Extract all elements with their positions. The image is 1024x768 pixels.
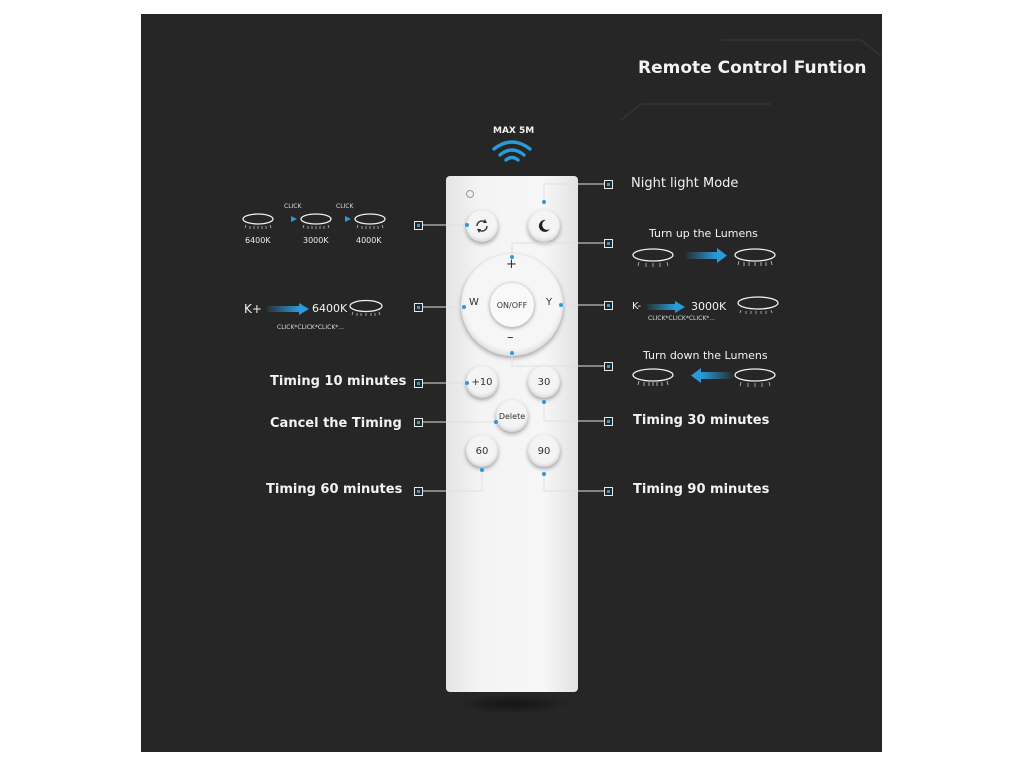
kminus-label: K- xyxy=(632,301,642,312)
label-timing10: Timing 10 minutes xyxy=(270,374,407,389)
ir-led xyxy=(466,190,474,198)
remote-shadow xyxy=(454,694,572,714)
cycle-lamps xyxy=(242,213,386,229)
timer-30-button[interactable]: 30 xyxy=(528,366,560,398)
plus-button[interactable]: + xyxy=(506,257,517,272)
label-turn-down: Turn down the Lumens xyxy=(643,349,768,362)
kplus-arrow-icon xyxy=(267,303,309,315)
cycle-icon xyxy=(476,219,488,233)
diagram-panel: Remote Control Funtion MAX 5M ON/OFF + –… xyxy=(141,14,882,752)
moon-icon xyxy=(538,219,550,232)
marker-timing30 xyxy=(604,417,613,426)
marker-timing10 xyxy=(414,379,423,388)
minus-button[interactable]: – xyxy=(507,330,514,345)
w-button[interactable]: W xyxy=(469,297,479,308)
decor-lines xyxy=(620,39,881,121)
cycle-button[interactable] xyxy=(466,210,498,242)
timer-60-button[interactable]: 60 xyxy=(466,435,498,467)
marker-y xyxy=(604,301,613,310)
cycle-click-2: CLICK xyxy=(336,203,354,210)
timer-90-button[interactable]: 90 xyxy=(528,435,560,467)
kplus-label: K+ xyxy=(244,302,262,316)
label-timing60: Timing 60 minutes xyxy=(266,482,403,497)
connector-lines xyxy=(422,183,604,492)
wifi-icon xyxy=(492,140,532,162)
delete-button[interactable]: Delete xyxy=(496,400,528,432)
marker-cancel xyxy=(414,418,423,427)
kplus-lamp-icon xyxy=(349,299,383,316)
turn-down-graphic xyxy=(632,368,776,387)
page-title: Remote Control Funtion xyxy=(638,58,867,78)
label-night-light: Night light Mode xyxy=(631,176,739,191)
kplus-clicks: CLICK*CLICK*CLICK*... xyxy=(277,324,344,331)
label-turn-up: Turn up the Lumens xyxy=(649,227,758,240)
cycle-k-3: 4000K xyxy=(356,236,382,245)
range-label: MAX 5M xyxy=(493,126,535,136)
marker-turn-up xyxy=(604,239,613,248)
timer-10-button[interactable]: +10 xyxy=(466,366,498,398)
cycle-k-1: 6400K xyxy=(245,236,271,245)
kplus-value: 6400K xyxy=(312,302,348,315)
kminus-lamp-icon xyxy=(737,296,779,314)
label-timing90: Timing 90 minutes xyxy=(633,482,770,497)
marker-turn-down xyxy=(604,362,613,371)
label-cancel: Cancel the Timing xyxy=(270,416,402,431)
kminus-arrow-icon xyxy=(647,301,685,313)
label-timing30: Timing 30 minutes xyxy=(633,413,770,428)
night-light-button[interactable] xyxy=(528,210,560,242)
cycle-click-1: CLICK xyxy=(284,203,302,210)
kminus-clicks: CLICK*CLICK*CLICK*... xyxy=(648,315,715,322)
y-button[interactable]: Y xyxy=(546,297,553,308)
marker-w xyxy=(414,303,423,312)
marker-night xyxy=(604,180,613,189)
marker-timing90 xyxy=(604,487,613,496)
cycle-k-2: 3000K xyxy=(303,236,329,245)
turn-up-graphic xyxy=(632,248,776,267)
marker-timing60 xyxy=(414,487,423,496)
kminus-value: 3000K xyxy=(691,300,727,313)
marker-cycle xyxy=(414,221,423,230)
onoff-button[interactable]: ON/OFF xyxy=(490,283,534,327)
